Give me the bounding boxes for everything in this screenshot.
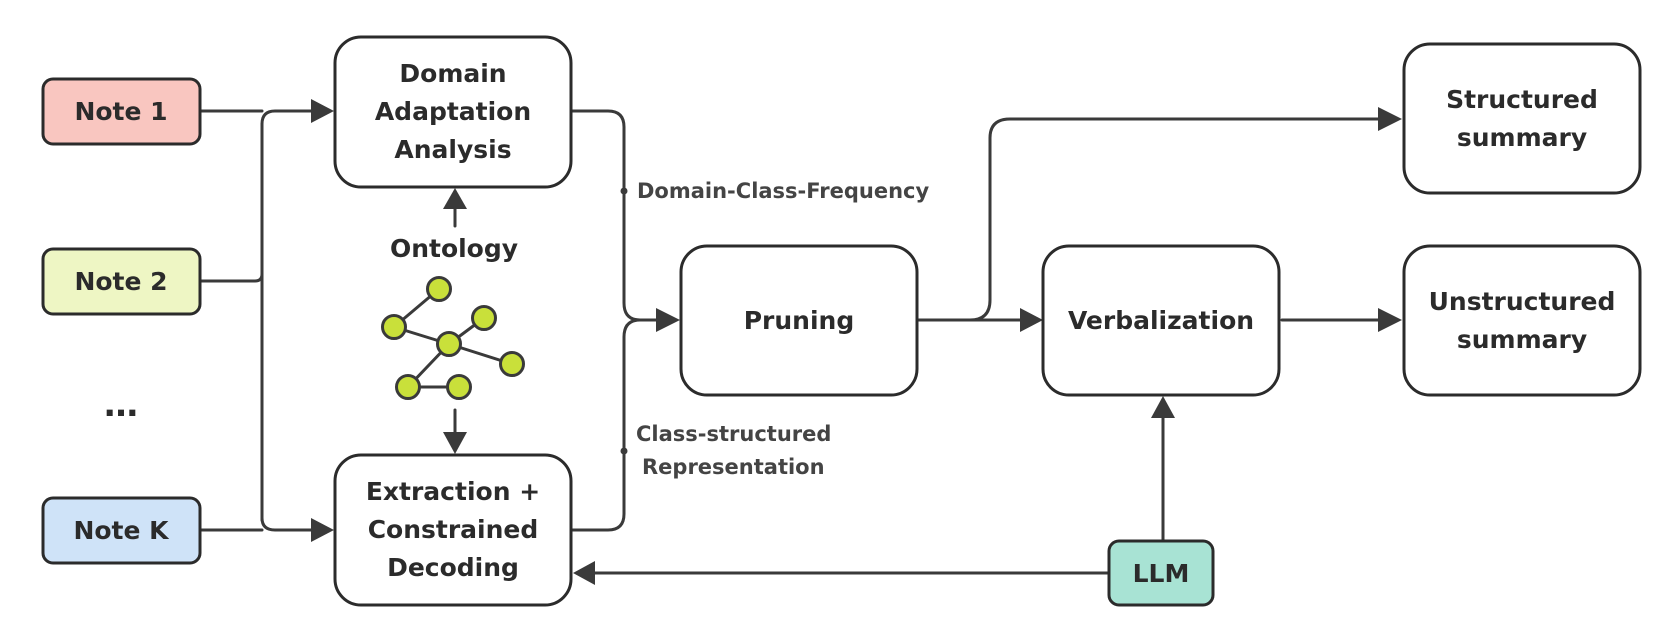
- structured-summary-rect: [1402, 42, 1642, 195]
- ontology-node: [446, 374, 472, 400]
- arrowhead-ontology-down: [443, 432, 467, 454]
- domain-adaptation-line-1: Domain: [399, 59, 506, 88]
- class-structured-label-line-2: Representation: [642, 455, 825, 479]
- edge-dot-domain: [620, 187, 628, 195]
- verbalization-rect: [1041, 244, 1281, 397]
- bus-to-extraction: [260, 122, 318, 532]
- note-1-rect: [41, 77, 202, 146]
- domain-to-pruning: [570, 109, 662, 322]
- arrowhead-structured: [1378, 107, 1402, 131]
- extraction-box: Extraction + Constrained Decoding: [333, 453, 573, 607]
- extraction-line-3: Decoding: [387, 553, 519, 582]
- pruning-to-structured-summary: [968, 117, 1382, 322]
- verbalization-label: Verbalization: [1068, 306, 1254, 335]
- unstructured-summary-box: Unstructured summary: [1402, 244, 1642, 397]
- ontology-node: [426, 276, 452, 302]
- note-2-rect: [41, 247, 202, 316]
- arrowhead-verbalization: [1020, 308, 1043, 332]
- bus-to-domain-adaptation: [260, 109, 318, 126]
- ontology-node: [381, 314, 407, 340]
- note-k-label: Note K: [73, 516, 170, 545]
- ontology-node: [471, 305, 497, 331]
- class-structured-label-line-1: Class-structured: [636, 422, 831, 446]
- arrowhead-pruning: [656, 308, 680, 332]
- ontology-graph-nodes: [381, 276, 525, 400]
- domain-adaptation-line-3: Analysis: [394, 135, 511, 164]
- arrowhead-extraction: [311, 518, 334, 542]
- unstructured-summary-line-1: Unstructured: [1429, 287, 1616, 316]
- structured-summary-line-1: Structured: [1446, 85, 1598, 114]
- domain-adaptation-box: Domain Adaptation Analysis: [333, 35, 573, 189]
- arrowhead-llm-extraction: [573, 561, 595, 585]
- llm-rect: [1107, 539, 1215, 607]
- domain-class-frequency-label: Domain-Class-Frequency: [637, 179, 929, 203]
- llm-box: LLM: [1107, 539, 1215, 607]
- unstructured-summary-rect: [1402, 244, 1642, 397]
- structured-summary-box: Structured summary: [1402, 42, 1642, 195]
- arrowhead-llm-up: [1151, 396, 1175, 418]
- pruning-rect: [679, 244, 919, 397]
- verbalization-box: Verbalization: [1041, 244, 1281, 397]
- domain-adaptation-rect: [333, 35, 573, 189]
- note-2-box: Note 2: [41, 247, 202, 316]
- ontology-node: [436, 331, 462, 357]
- connectors: [198, 109, 1382, 575]
- ontology-node: [499, 351, 525, 377]
- extraction-line-1: Extraction +: [366, 477, 540, 506]
- arrowhead-ontology-up: [443, 188, 467, 209]
- ontology-label: Ontology: [390, 234, 518, 263]
- note-1-box: Note 1: [41, 77, 202, 146]
- note-1-label: Note 1: [74, 97, 167, 126]
- ontology-node: [395, 374, 421, 400]
- ontology-graph-icon: [381, 276, 525, 400]
- extraction-rect: [333, 453, 573, 607]
- note-k-rect: [41, 496, 202, 565]
- note-2-label: Note 2: [74, 267, 167, 296]
- domain-adaptation-line-2: Adaptation: [375, 97, 531, 126]
- unstructured-summary-line-2: summary: [1457, 325, 1587, 354]
- pruning-box: Pruning: [679, 244, 919, 397]
- arrowhead-unstructured: [1378, 308, 1402, 332]
- pruning-label: Pruning: [744, 306, 855, 335]
- extraction-to-pruning: [570, 318, 642, 532]
- edge-dot-class: [620, 447, 628, 455]
- arrowhead-domain: [311, 99, 334, 123]
- note2-connector: [198, 272, 264, 522]
- note-k-box: Note K: [41, 496, 202, 565]
- llm-label: LLM: [1133, 559, 1190, 588]
- arrowheads: [311, 99, 1402, 585]
- structured-summary-line-2: summary: [1457, 123, 1587, 152]
- extraction-line-2: Constrained: [368, 515, 539, 544]
- notes-ellipsis: …: [104, 385, 138, 425]
